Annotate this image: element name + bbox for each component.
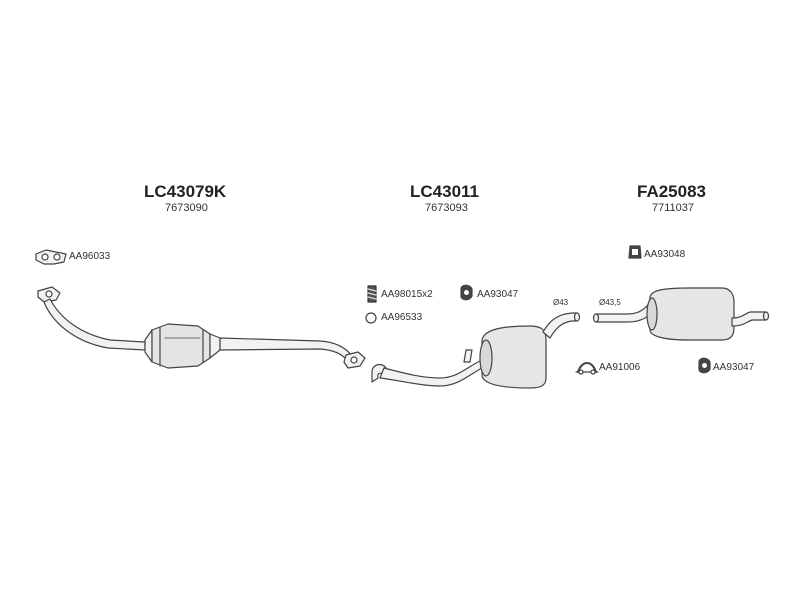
part-label-spring-bolt: AA98015x2 [381, 289, 433, 300]
part-label-flange-gasket: AA96033 [69, 251, 111, 262]
part-label-clamp-top: AA93048 [644, 249, 686, 260]
dimension-label-mid: Ø43 [553, 298, 569, 307]
front-pipe-with-catalytic-converter [37, 286, 366, 369]
section-code-rear: FA25083 [637, 182, 706, 201]
part-label-ring-gasket: AA96533 [381, 312, 423, 323]
spring-bolt-icon [367, 285, 377, 303]
section-number-rear: 7711037 [652, 202, 695, 214]
section-code-front: LC43079K [144, 182, 227, 201]
rubber-mount-rear-icon [698, 357, 711, 374]
part-label-clamp-bottom: AA91006 [599, 362, 641, 373]
middle-pipe-with-silencer [371, 312, 581, 389]
section-number-middle: 7673093 [425, 202, 468, 214]
rubber-mount-icon [460, 284, 473, 301]
dimension-label-rear: Ø43,5 [599, 298, 621, 307]
clamp-icon [628, 245, 642, 259]
part-label-rubber-mount-rear: AA93047 [713, 362, 755, 373]
section-number-front: 7673090 [165, 202, 208, 214]
flange-gasket-icon [35, 249, 67, 265]
u-clamp-icon [575, 362, 599, 375]
rear-pipe-with-silencer [592, 287, 770, 341]
part-label-rubber-mount-mid: AA93047 [477, 289, 519, 300]
section-code-middle: LC43011 [410, 182, 479, 201]
ring-gasket-icon [365, 312, 377, 324]
